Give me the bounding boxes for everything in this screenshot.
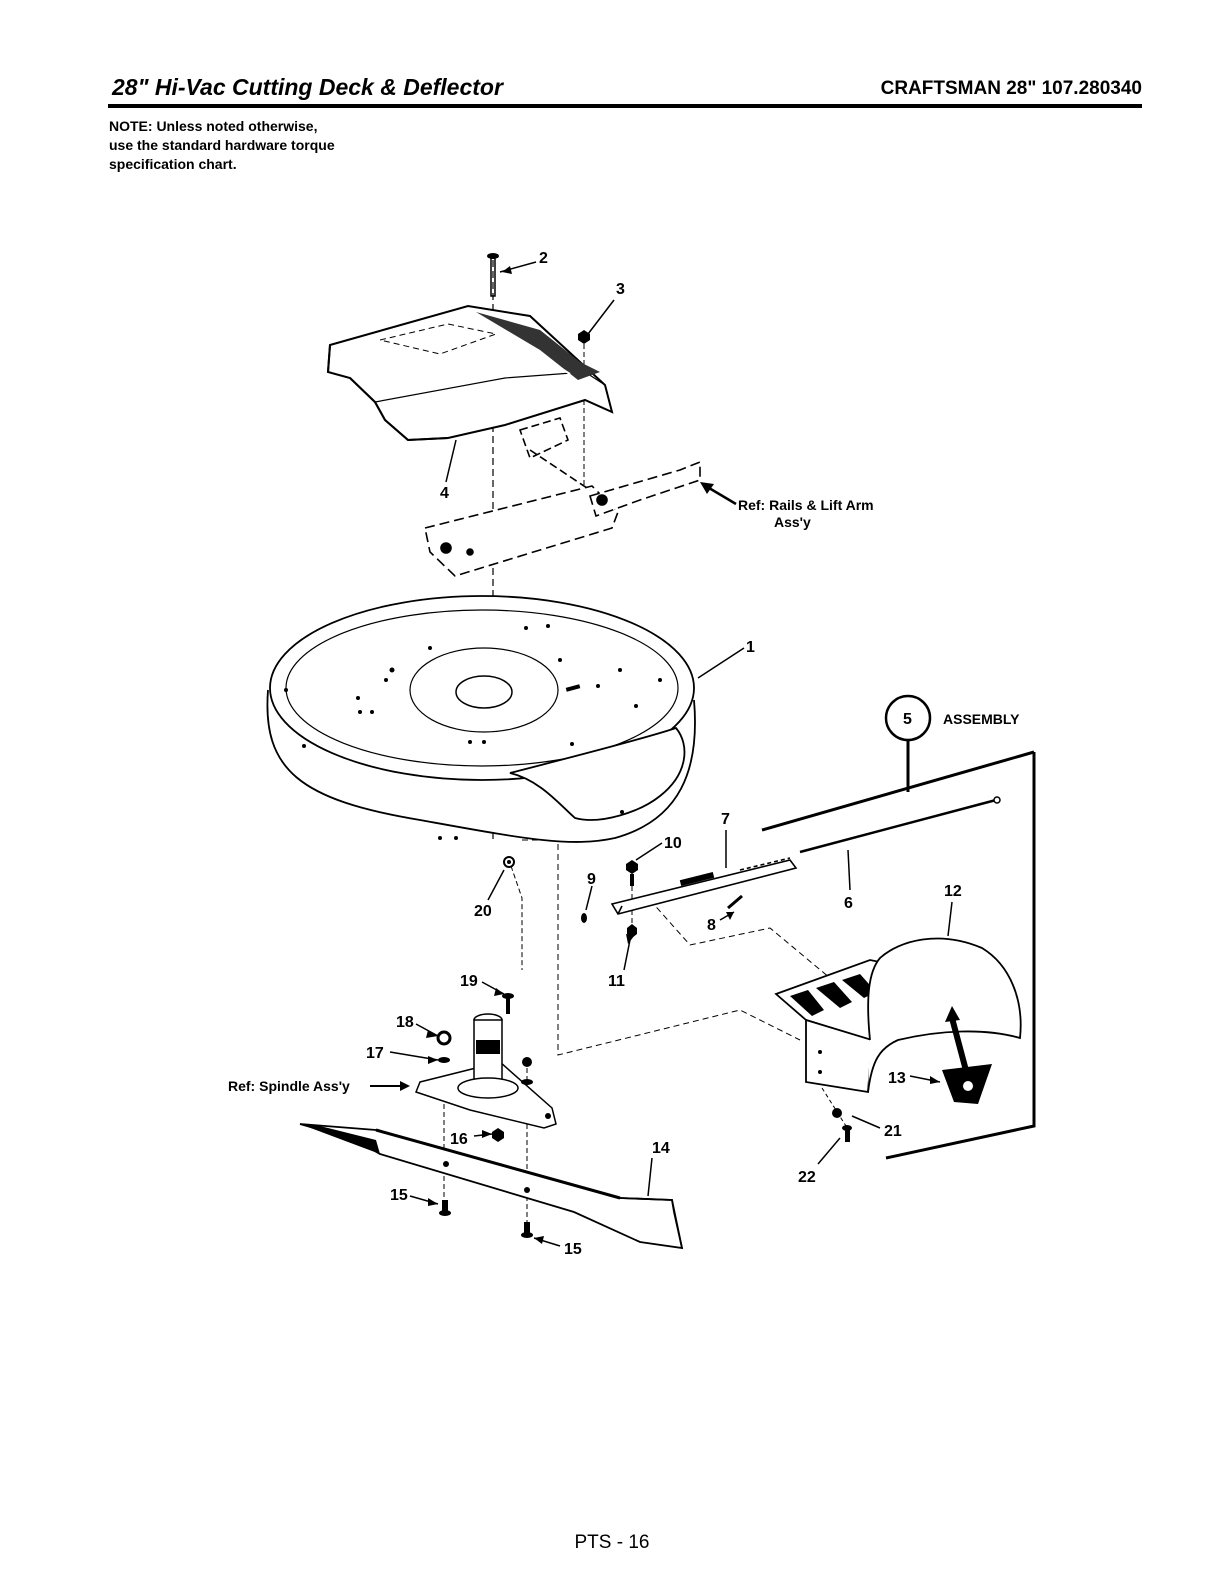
screw-part-22 [842,1125,852,1142]
callout-15-left: 15 [390,1187,408,1204]
top-cover-part-4 [326,304,614,442]
rail-bracket [424,417,701,577]
bolt-part-10 [626,860,638,886]
rails-lift-arm-ref-line-1: Ref: Rails & Lift Arm [738,497,874,513]
nut-part-11 [627,924,637,938]
rails-lift-arm-ref-line-2: Ass'y [774,514,811,530]
callout-8: 8 [707,917,716,934]
callout-22: 22 [798,1169,816,1186]
bolt-part-15-left [439,1200,451,1216]
pin-part-9 [581,913,587,923]
spindle-assembly [415,1013,557,1129]
nut-part-20 [503,856,515,868]
assembly-label: ASSEMBLY [943,711,1020,727]
header-rule [108,104,1142,108]
callout-18: 18 [396,1014,414,1031]
deck-housing-part-1 [266,595,696,843]
callout-6: 6 [844,895,853,912]
nut-part-21 [832,1108,842,1118]
callout-16: 16 [450,1131,468,1148]
bolt-part-2 [487,253,499,297]
washer-part-17 [438,1057,450,1063]
nut-part-16 [492,1128,504,1142]
callout-2: 2 [539,250,548,267]
callout-11: 11 [608,973,625,990]
callout-7: 7 [721,811,730,828]
page-title: 28" Hi-Vac Cutting Deck & Deflector [112,74,503,100]
callout-4: 4 [440,485,449,502]
bearing-part-18 [436,1030,452,1046]
hinge-bracket-part-7 [610,857,798,915]
callout-12: 12 [944,883,962,900]
note-line-3: specification chart. [109,156,237,172]
callout-9: 9 [587,871,596,888]
callout-17: 17 [366,1045,384,1062]
rails-lift-arm-arrow [700,482,737,506]
note-line-1: NOTE: Unless noted otherwise, [109,118,318,134]
callout-5: 5 [903,711,912,728]
model-number: CRAFTSMAN 28" 107.280340 [880,78,1142,99]
bolt-part-15-right [521,1222,533,1238]
blade-part-14 [299,1123,684,1250]
callout-1: 1 [746,639,755,656]
spindle-ref-label: Ref: Spindle Ass'y [228,1078,350,1094]
deflector-part-12 [774,937,1022,1094]
torque-note: NOTE: Unless noted otherwise, use the st… [109,117,335,174]
spindle-ref-arrow [370,1081,410,1091]
callout-19: 19 [460,973,478,990]
callout-13: 13 [888,1070,906,1087]
leader-arrowheads [426,266,940,1244]
callout-14: 14 [652,1140,670,1157]
callout-21: 21 [884,1123,902,1140]
callout-20: 20 [474,903,492,920]
callout-10: 10 [664,835,682,852]
axis-line-21-22 [821,1087,847,1127]
page-number: PTS - 16 [574,1532,650,1553]
deflector-guide-line [521,820,801,1056]
spindle-hardware-right [521,1057,533,1085]
bracket-guide-line [649,899,831,979]
note-line-2: use the standard hardware torque [109,137,335,153]
assembly-5-group [761,694,1036,1160]
nut-20-guide-line [510,865,523,970]
decal-part-13 [942,1006,992,1104]
bolt-part-19 [502,993,514,1014]
callout-15-right: 15 [564,1241,582,1258]
nut-part-3 [578,330,590,344]
spring-part-8 [727,894,743,910]
callout-3: 3 [616,281,625,298]
hinge-rod-part-6 [799,796,1001,854]
